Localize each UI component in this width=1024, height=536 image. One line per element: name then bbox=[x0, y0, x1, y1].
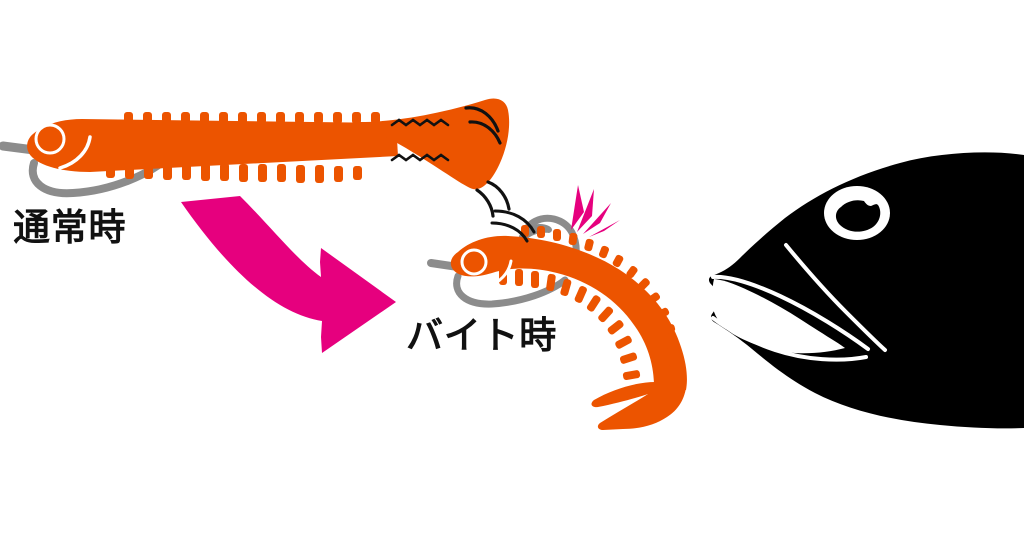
label-normal-state: 通常時 bbox=[13, 206, 127, 249]
upper-lure-motion-arc-2 bbox=[468, 120, 502, 145]
lower-lure-tail bbox=[591, 382, 686, 430]
impact-ray-1 bbox=[571, 185, 584, 230]
upper-lure-motion-squiggle-bottom bbox=[390, 153, 450, 162]
upper-lure-motion-arc-4 bbox=[475, 188, 495, 218]
upper-lure bbox=[0, 98, 511, 218]
label-bite-state: バイト時 bbox=[406, 314, 557, 357]
lower-lure-dorsal-ribs bbox=[521, 225, 682, 368]
upper-lure-motion-arc-3 bbox=[486, 180, 511, 211]
lower-lure-ventral-ribs bbox=[499, 268, 641, 381]
upper-lure-ventral-ribs bbox=[106, 160, 362, 183]
transition-arrow bbox=[181, 196, 396, 353]
upper-lure-dorsal-ribs bbox=[124, 112, 380, 124]
lower-lure-eye-ring bbox=[460, 248, 488, 276]
upper-lure-motion-arc-1 bbox=[464, 106, 500, 133]
predator-upper-lip-line bbox=[711, 274, 870, 351]
impact-ray-2 bbox=[577, 189, 594, 232]
upper-lure-motion-squiggle-top bbox=[390, 118, 450, 127]
lower-lure-motion-arc-1 bbox=[493, 209, 536, 234]
lower-lure-gill-line bbox=[484, 259, 513, 289]
predator-lower-lip-line bbox=[711, 316, 868, 362]
predator-mouth-cavity bbox=[712, 279, 845, 354]
lower-lure-motion-arc-2 bbox=[490, 221, 529, 243]
predator-jaw-ridge-line bbox=[784, 243, 887, 352]
hook-impact-rays bbox=[571, 185, 620, 237]
upper-lure-eye-ring bbox=[34, 123, 66, 155]
upper-lure-body bbox=[27, 119, 398, 172]
upper-lure-gill-line bbox=[58, 135, 92, 170]
transition-arrow-shape bbox=[181, 196, 396, 353]
predator-fish-head bbox=[708, 152, 1024, 429]
predator-eye-pupil bbox=[835, 200, 881, 232]
lower-lure bbox=[427, 209, 687, 430]
impact-ray-4 bbox=[589, 220, 620, 237]
impact-ray-3 bbox=[583, 203, 611, 234]
predator-body-silhouette bbox=[708, 152, 1024, 429]
